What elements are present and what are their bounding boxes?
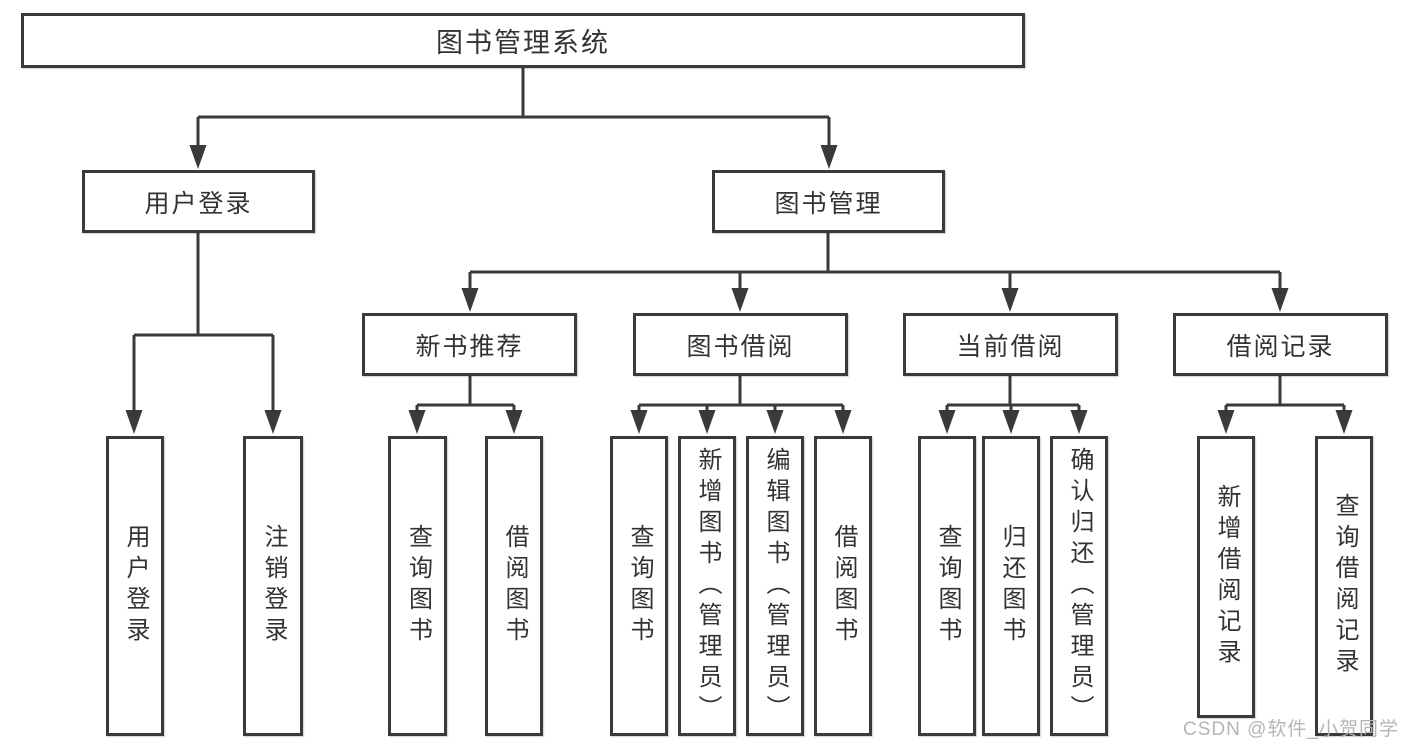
node-new-book-recommend: 新书推荐 bbox=[362, 313, 577, 376]
leaf-query-books-current: 查询图书 bbox=[918, 436, 976, 736]
leaf-query-books-borrowing-label: 查询图书 bbox=[626, 524, 653, 648]
leaf-query-books-recommend: 查询图书 bbox=[388, 436, 447, 736]
leaf-query-books-recommend-label: 查询图书 bbox=[404, 524, 432, 648]
leaf-query-books-borrowing: 查询图书 bbox=[610, 436, 668, 736]
leaf-logout-label: 注销登录 bbox=[260, 524, 287, 648]
leaf-logout: 注销登录 bbox=[243, 436, 303, 736]
leaf-add-book-admin-label: 新增图书（管理员） bbox=[694, 446, 721, 726]
leaf-borrow-books-label: 借阅图书 bbox=[830, 524, 857, 648]
leaf-borrow-books: 借阅图书 bbox=[814, 436, 872, 736]
leaf-add-borrow-record: 新增借阅记录 bbox=[1197, 436, 1255, 718]
leaf-return-book-label: 归还图书 bbox=[998, 524, 1025, 648]
node-borrowing-records: 借阅记录 bbox=[1173, 313, 1388, 376]
leaf-borrow-books-recommend-label: 借阅图书 bbox=[501, 524, 528, 648]
watermark: CSDN @软件_小贺同学 bbox=[1183, 719, 1399, 740]
node-book-borrowing: 图书借阅 bbox=[633, 313, 848, 376]
leaf-confirm-return-admin-label: 确认归还（管理员） bbox=[1066, 446, 1093, 726]
leaf-edit-book-admin-label: 编辑图书（管理员） bbox=[762, 446, 789, 726]
node-user-login: 用户登录 bbox=[82, 170, 315, 233]
leaf-edit-book-admin: 编辑图书（管理员） bbox=[746, 436, 804, 736]
leaf-query-borrow-record-label: 查询借阅记录 bbox=[1331, 493, 1358, 679]
leaf-query-borrow-record: 查询借阅记录 bbox=[1315, 436, 1373, 736]
branch-lines bbox=[134, 68, 1344, 407]
node-book-management: 图书管理 bbox=[712, 170, 945, 233]
arrowhead-icons bbox=[125, 145, 1353, 434]
leaf-add-book-admin: 新增图书（管理员） bbox=[678, 436, 736, 736]
leaf-return-book: 归还图书 bbox=[982, 436, 1040, 736]
leaf-user-login: 用户登录 bbox=[106, 436, 164, 736]
leaf-user-login-label: 用户登录 bbox=[122, 524, 149, 648]
leaf-confirm-return-admin: 确认归还（管理员） bbox=[1050, 436, 1108, 736]
node-current-borrowing: 当前借阅 bbox=[903, 313, 1118, 376]
leaf-borrow-books-recommend: 借阅图书 bbox=[485, 436, 543, 736]
leaf-query-books-current-label: 查询图书 bbox=[934, 524, 961, 648]
node-library-management-system: 图书管理系统 bbox=[21, 13, 1025, 68]
leaf-add-borrow-record-label: 新增借阅记录 bbox=[1213, 484, 1240, 670]
